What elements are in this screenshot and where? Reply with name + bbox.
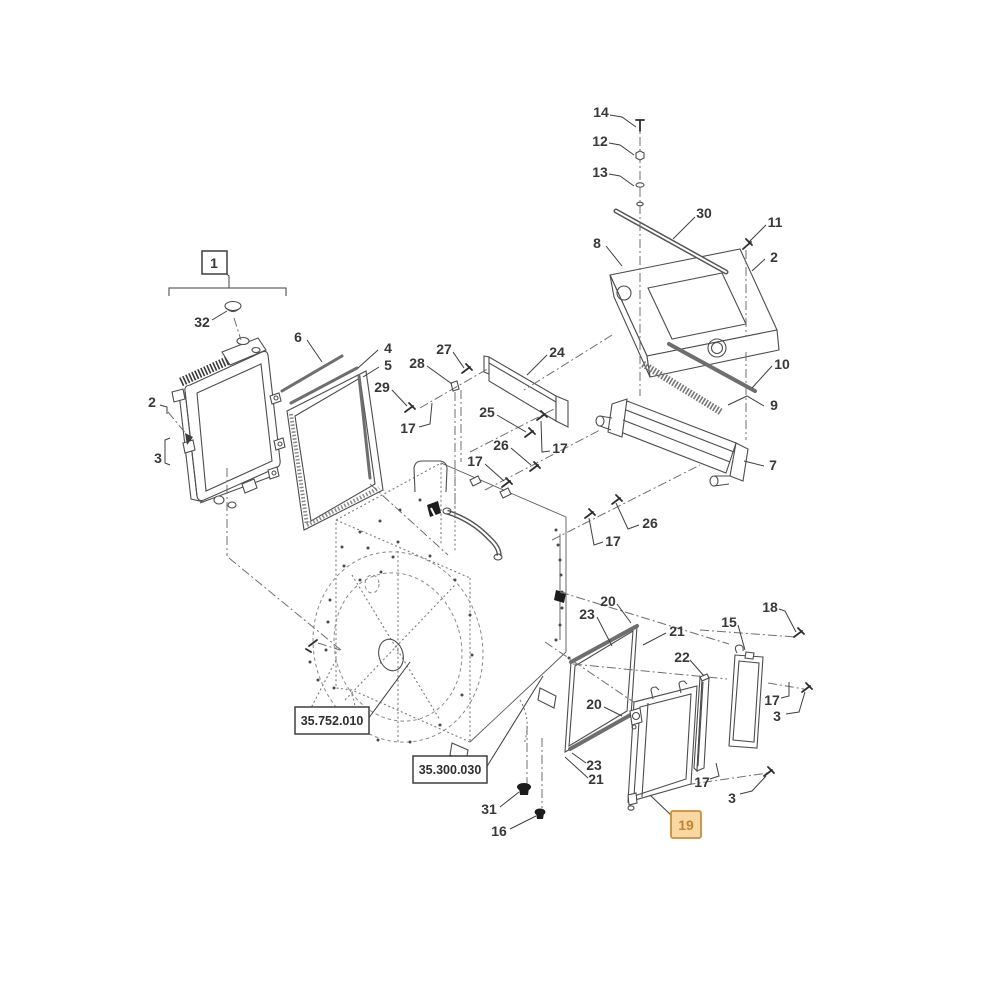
callout-3-left: 3 bbox=[154, 450, 162, 466]
callout-22: 22 bbox=[674, 649, 690, 665]
callout-28: 28 bbox=[409, 355, 425, 371]
callout-32: 32 bbox=[194, 314, 210, 330]
oil-cooler-group bbox=[595, 342, 757, 487]
fin-strip bbox=[641, 361, 723, 415]
top-seal-strip-20 bbox=[569, 624, 639, 664]
highlighted-callout-19-label: 19 bbox=[678, 817, 694, 833]
callout-26-a: 26 bbox=[493, 437, 509, 453]
callout-24: 24 bbox=[549, 344, 565, 360]
callout-3-b: 3 bbox=[773, 708, 781, 724]
callout-17-c: 17 bbox=[467, 453, 483, 469]
ref-box-35-752-010-label: 35.752.010 bbox=[301, 714, 364, 728]
bottom-seal-strip-20 bbox=[568, 711, 636, 751]
callout-17-d: 17 bbox=[764, 692, 780, 708]
highlighted-callout-19[interactable]: 19 bbox=[670, 810, 702, 839]
callout-26-mid: 26 bbox=[642, 515, 658, 531]
oil-cooler bbox=[595, 398, 749, 487]
callout-17-a: 17 bbox=[400, 420, 416, 436]
callout-7: 7 bbox=[769, 457, 777, 473]
ref-box-group-1[interactable]: 1 bbox=[201, 250, 228, 275]
callout-2-top-right: 2 bbox=[770, 249, 778, 265]
upper-cooler-frame bbox=[609, 208, 780, 378]
ref-box-35-752-010[interactable]: 35.752.010 bbox=[294, 706, 370, 735]
callout-9: 9 bbox=[770, 397, 778, 413]
callout-17-mid: 17 bbox=[605, 533, 621, 549]
radiator-cap bbox=[224, 300, 242, 313]
callout-29: 29 bbox=[374, 379, 390, 395]
callout-10: 10 bbox=[774, 356, 790, 372]
ref-box-35-300-030[interactable]: 35.300.030 bbox=[412, 755, 488, 784]
callout-5: 5 bbox=[384, 357, 392, 373]
callout-21-top: 21 bbox=[669, 623, 685, 639]
callout-18: 18 bbox=[762, 599, 778, 615]
leader-lines bbox=[159, 114, 806, 830]
drain-plug-31 bbox=[517, 783, 531, 795]
condenser-core bbox=[627, 680, 698, 811]
callout-4: 4 bbox=[384, 340, 392, 356]
main-frame-housing bbox=[305, 460, 567, 763]
callout-6: 6 bbox=[294, 329, 302, 345]
callout-21-bottom: 21 bbox=[588, 771, 604, 787]
arrowhead bbox=[185, 433, 193, 445]
callout-16: 16 bbox=[491, 823, 507, 839]
callout-23-top: 23 bbox=[579, 606, 595, 622]
callout-3-c: 3 bbox=[728, 790, 736, 806]
ref-box-group-1-label: 1 bbox=[210, 255, 218, 271]
callout-labels: 14 12 13 30 11 2 8 10 9 7 26 17 32 2 3 6… bbox=[148, 104, 790, 839]
callout-13: 13 bbox=[592, 164, 608, 180]
callout-17-f: 17 bbox=[694, 774, 710, 790]
callout-14: 14 bbox=[593, 104, 609, 120]
fasteners bbox=[404, 119, 813, 819]
seal-frame bbox=[280, 354, 384, 531]
callout-11: 11 bbox=[768, 214, 783, 230]
callout-20-bottom: 20 bbox=[586, 696, 602, 712]
ref-box-35-300-030-label: 35.300.030 bbox=[419, 763, 482, 777]
callout-12: 12 bbox=[592, 133, 608, 149]
callout-30: 30 bbox=[696, 205, 712, 221]
callout-20-top: 20 bbox=[600, 593, 616, 609]
callout-27: 27 bbox=[436, 341, 452, 357]
side-panel bbox=[728, 644, 764, 749]
radiator bbox=[171, 300, 286, 509]
side-plate bbox=[483, 355, 569, 428]
callout-25: 25 bbox=[479, 404, 495, 420]
seal-strip bbox=[667, 342, 757, 393]
explosion-axes bbox=[167, 120, 805, 808]
callout-31: 31 bbox=[481, 801, 497, 817]
callout-8: 8 bbox=[593, 235, 601, 251]
drain-plug-16 bbox=[534, 808, 546, 819]
filler-strip bbox=[693, 673, 710, 773]
callout-23-bottom: 23 bbox=[586, 757, 602, 773]
callout-2-left: 2 bbox=[148, 394, 156, 410]
callout-15: 15 bbox=[721, 614, 737, 630]
callout-17-b: 17 bbox=[552, 440, 568, 456]
gasket-frames bbox=[564, 624, 639, 753]
